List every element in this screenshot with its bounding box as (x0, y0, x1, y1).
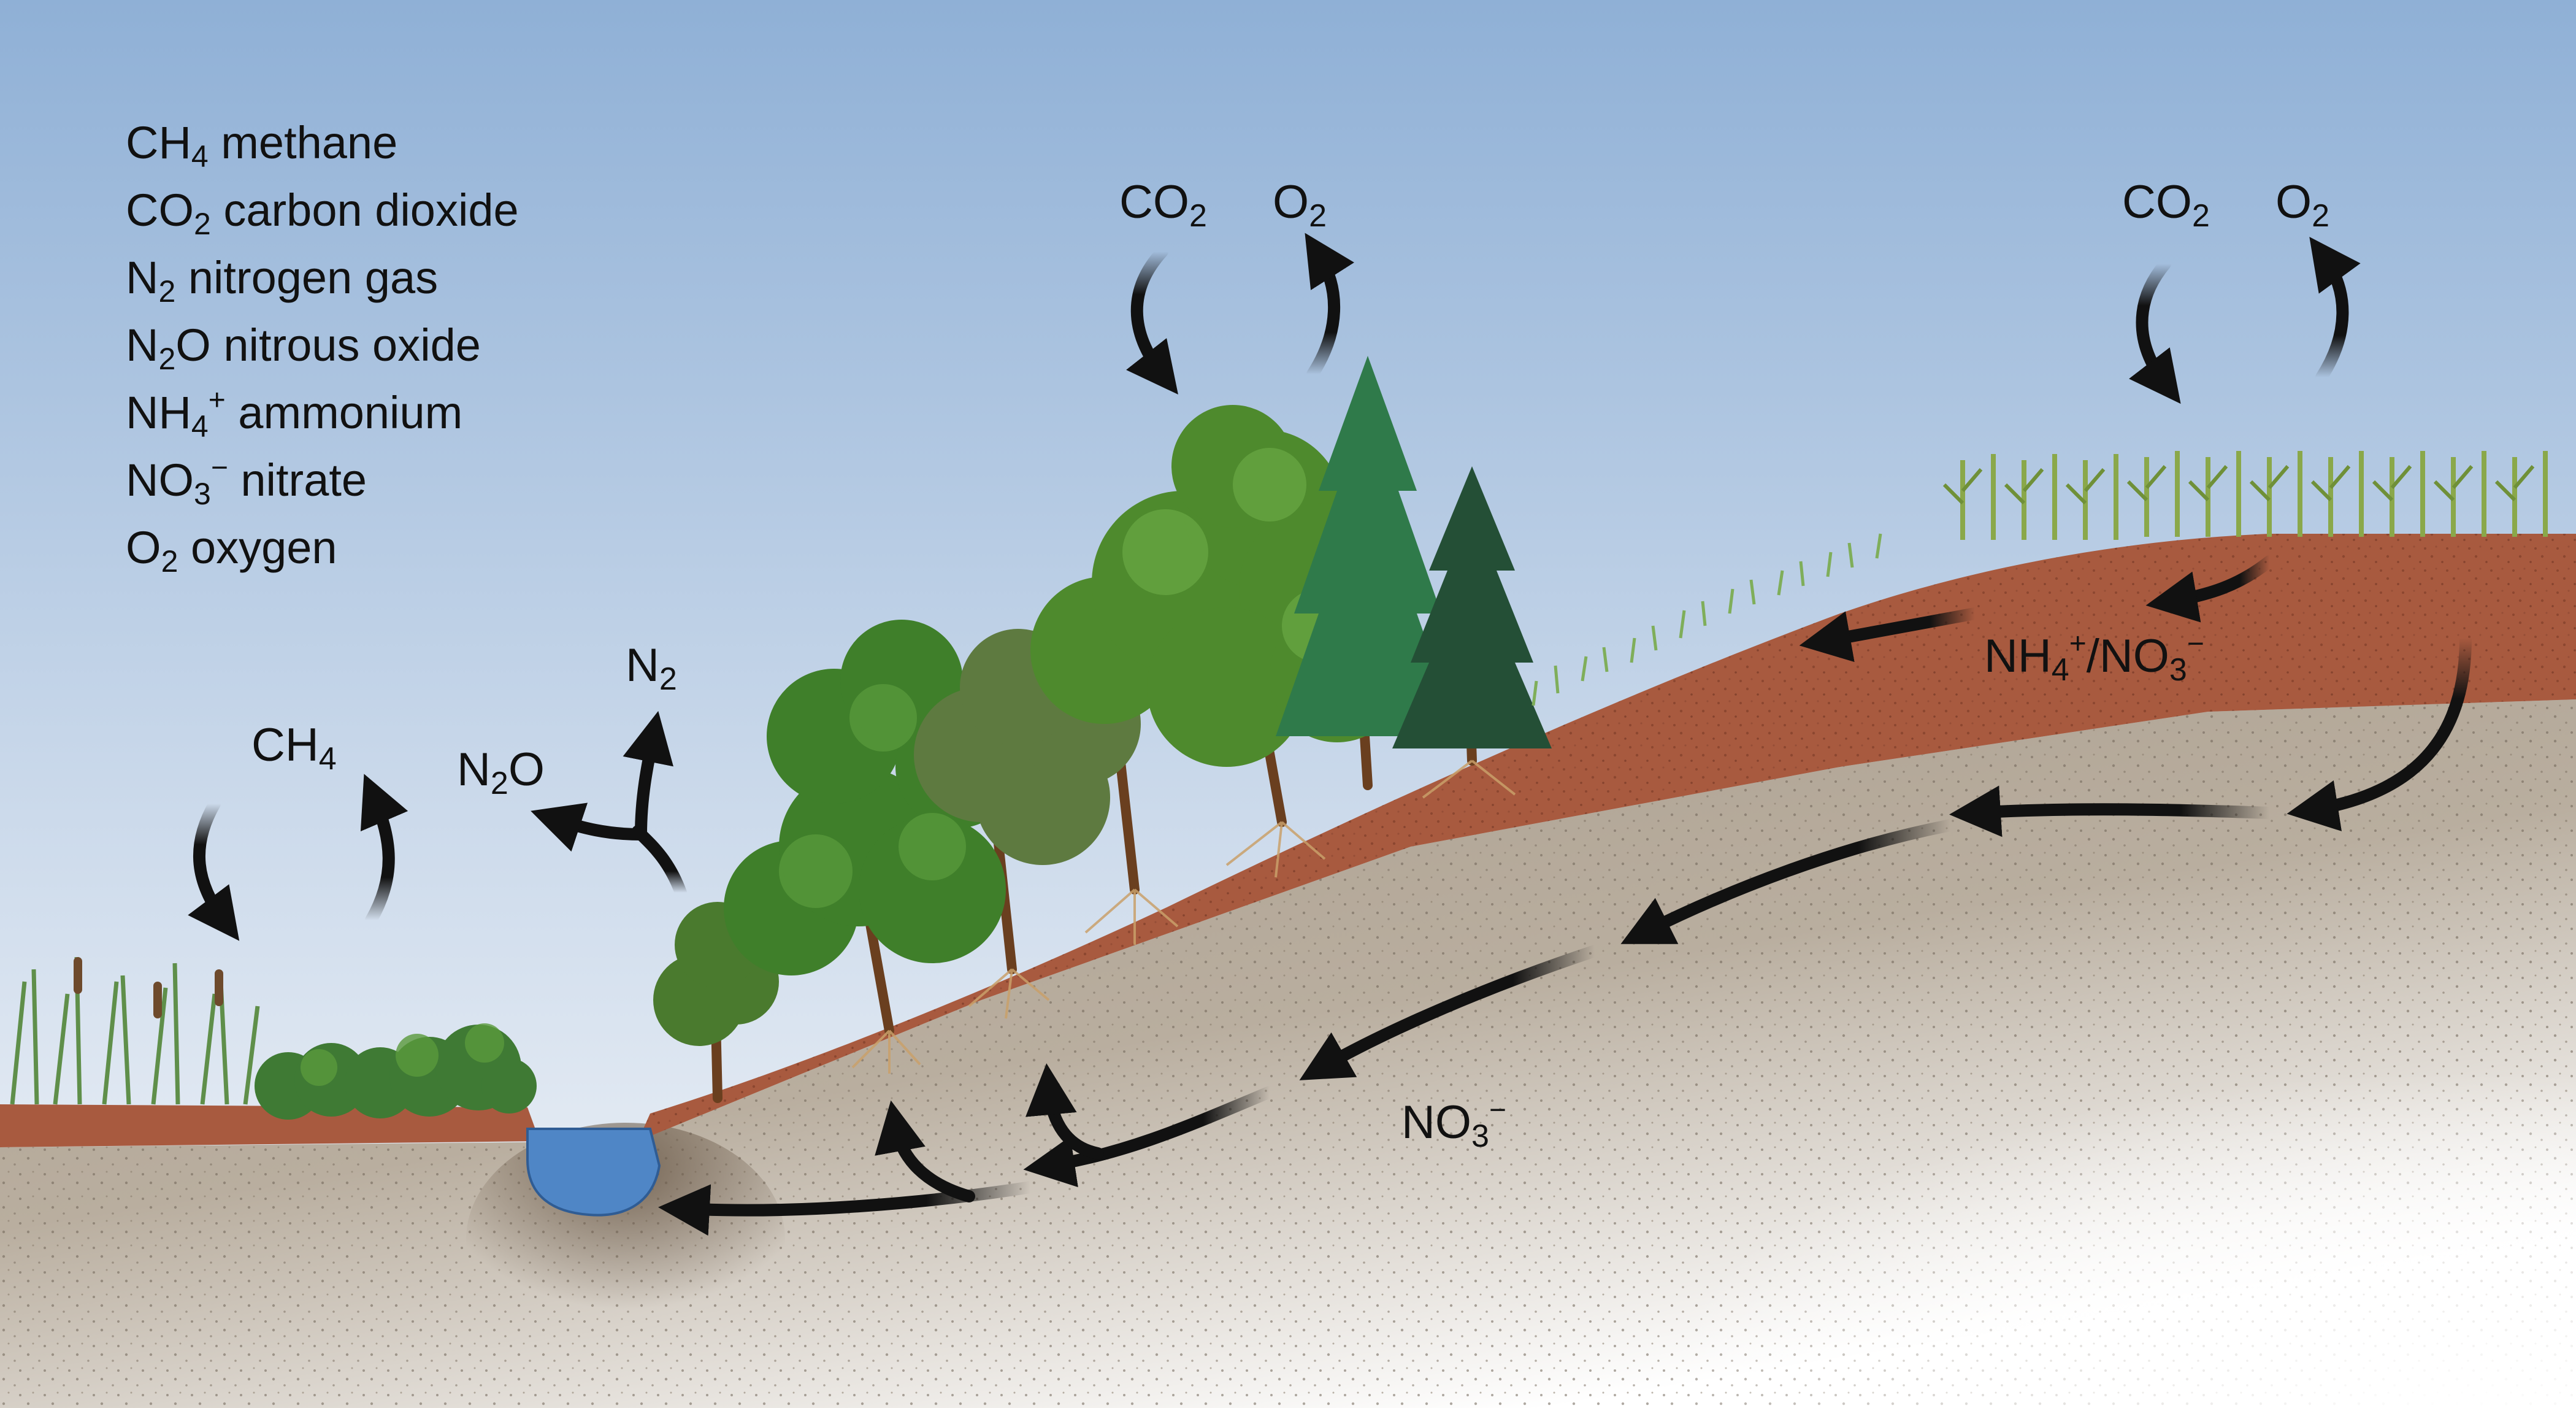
legend-entry: CO2 carbon dioxide (126, 185, 519, 241)
ch4-out-arrow (360, 774, 408, 926)
conifer-trees (1276, 356, 1552, 748)
legend-entry: NH4+ ammonium (126, 384, 462, 444)
leaching-arrow (2287, 632, 2472, 831)
groundwater-arrow-3 (1299, 945, 1601, 1080)
wetland-vegetation (10, 956, 537, 1120)
groundwater-arrow-5 (658, 1181, 1037, 1236)
legend-entry: N2O nitrous oxide (126, 320, 481, 376)
legend-entry: N2 nitrogen gas (126, 252, 438, 309)
groundwater-arrow-1 (1949, 785, 2275, 837)
label-groundwater-no3: NO3− (1401, 1094, 1506, 1154)
n2-arrow (623, 710, 673, 841)
legend-entry: NO3− nitrate (126, 452, 367, 511)
nh4-no3-arrow-2 (1799, 607, 1981, 663)
wetland-soil (0, 1104, 540, 1147)
legend-entry: O2 oxygen (126, 522, 337, 579)
gas-flux-arrows (188, 233, 2361, 941)
uptake-arrow-2 (875, 1100, 975, 1202)
label-forest-o2: O2 (1273, 176, 1327, 234)
label-n2: N2 (626, 639, 677, 697)
topsoil-speckle (638, 534, 2576, 1141)
riparian-forest (653, 356, 1882, 1103)
diagram-labels: CH4 N2O N2 CO2 O2 CO2 O2 NH4+/NO3− NO3− (251, 176, 2329, 1154)
label-crop-co2: CO2 (2122, 176, 2210, 234)
label-n2o: N2O (457, 744, 545, 801)
forest-co2-arrow (1126, 245, 1178, 395)
nitrate-flow-arrows (658, 555, 2472, 1236)
groundwater-arrow-4 (1023, 1086, 1276, 1188)
stream-water (526, 1128, 661, 1217)
subsoil-fade (1104, 798, 2576, 1408)
corn-crop (1942, 451, 2548, 540)
label-crop-o2: O2 (2275, 176, 2329, 234)
forest-o2-arrow (1305, 233, 1354, 380)
nh4-no3-arrow-1 (2145, 555, 2275, 623)
groundwater-arrow-2 (1620, 819, 1957, 944)
crop-o2-arrow (2309, 237, 2361, 383)
ch4-in-arrow (188, 798, 240, 941)
legend-entry: CH4 methane (126, 117, 397, 174)
crop-co2-arrow (2129, 258, 2181, 404)
legend: CH4 methane CO2 carbon dioxide N2 nitrog… (126, 117, 519, 579)
label-wetland-ch4: CH4 (251, 719, 337, 777)
label-forest-co2: CO2 (1119, 176, 1207, 234)
uptake-arrow-1 (1025, 1063, 1104, 1160)
n2o-arrow (531, 802, 647, 852)
label-nh4-no3: NH4+/NO3− (1984, 628, 2204, 688)
